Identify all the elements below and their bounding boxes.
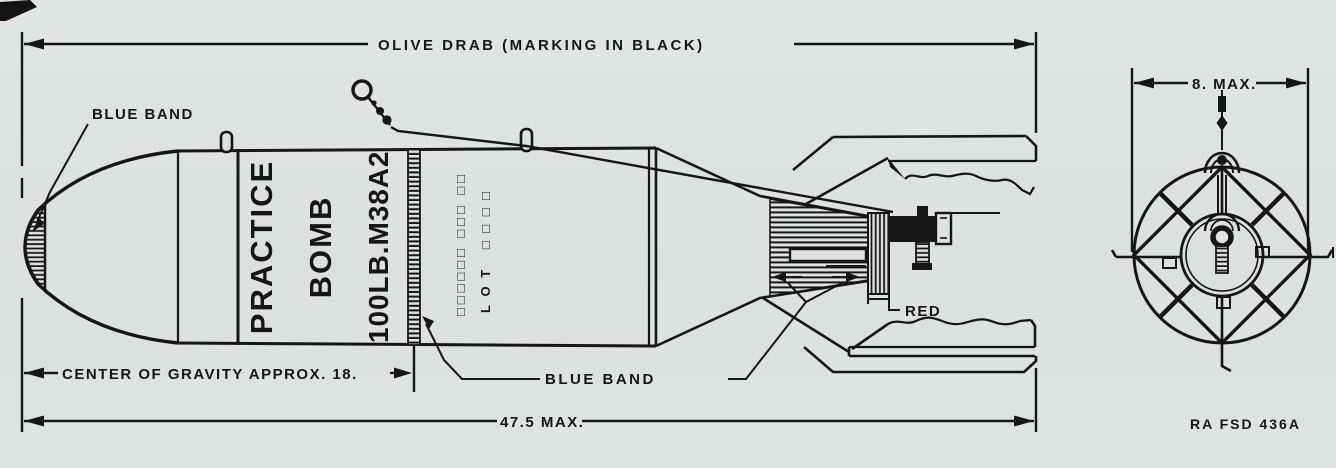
fin-axes bbox=[1110, 167, 1334, 373]
width-label: 8. MAX. bbox=[1192, 76, 1257, 93]
tail-fuze-housing bbox=[889, 206, 1000, 270]
marking-line-3: 100LB.M38A2 bbox=[363, 151, 394, 343]
arrowhead bbox=[24, 38, 44, 50]
red-label: RED bbox=[905, 303, 941, 320]
length-label: 47.5 MAX. bbox=[500, 414, 584, 431]
dimension-overall-length: 47.5 MAX. bbox=[24, 414, 1034, 431]
nose-band-callout: BLUE BAND bbox=[32, 106, 194, 232]
nose-band-label: BLUE BAND bbox=[92, 106, 194, 123]
top-fin-break-line bbox=[904, 172, 1035, 196]
rear-fuze-keyhole bbox=[1203, 212, 1241, 274]
marking-line-1: PRACTICE bbox=[244, 160, 279, 334]
fin-vanes bbox=[1157, 190, 1287, 320]
arrowhead bbox=[1014, 38, 1034, 50]
rear-bail-assembly bbox=[1203, 90, 1241, 215]
stencil-line-2: LOT □□□□ bbox=[478, 191, 493, 313]
swivel-loop bbox=[351, 79, 373, 101]
olive-drab-label: OLIVE DRAB (MARKING IN BLACK) bbox=[378, 37, 705, 54]
fuze-threaded-stud bbox=[915, 241, 930, 265]
body-marking: PRACTICE BOMB 100LB.M38A2 bbox=[244, 151, 394, 343]
vane-tabs bbox=[1162, 246, 1270, 309]
tail-cone-end-inner bbox=[1185, 218, 1259, 292]
bottom-fin bbox=[762, 296, 1038, 374]
suspension-lug-front bbox=[219, 130, 234, 154]
tail-slot bbox=[788, 247, 868, 263]
corner-artifact bbox=[0, 0, 37, 21]
tail-band-label: BLUE BAND bbox=[545, 371, 656, 388]
drawing-number: RA FSD 436A bbox=[1190, 416, 1301, 432]
dimension-center-of-gravity: CENTER OF GRAVITY APPROX. 18. bbox=[24, 346, 416, 392]
nose-outline bbox=[23, 149, 179, 345]
lot-stencil: □□□□□□ □□□ □□ LOT □□□□ bbox=[453, 174, 493, 316]
red-callout: RED bbox=[867, 294, 941, 320]
bottom-fin-break-line bbox=[887, 316, 1032, 326]
cg-blue-band bbox=[407, 148, 421, 346]
arming-wire bbox=[351, 79, 894, 214]
band-width-arrows bbox=[772, 272, 860, 282]
cg-label: CENTER OF GRAVITY APPROX. 18. bbox=[62, 366, 358, 383]
bomb-rear-view: 8. MAX. bbox=[1110, 68, 1334, 373]
fuze-bolt-top bbox=[917, 206, 928, 216]
tail-band-callout: BLUE BAND bbox=[422, 282, 843, 388]
bomb-side-view: PRACTICE BOMB 100LB.M38A2 □□□□□□ □□□ □□ … bbox=[23, 79, 1038, 374]
dimension-width bbox=[1130, 68, 1310, 252]
stencil-line-1: □□□□□□ □□□ □□ bbox=[453, 174, 468, 316]
dimension-olive-drab bbox=[20, 32, 1038, 432]
fin-sleeve-red-band bbox=[867, 212, 890, 295]
top-fin bbox=[792, 134, 1038, 206]
marking-line-2: BOMB bbox=[303, 196, 338, 299]
fuze-stud-cap bbox=[912, 263, 932, 270]
